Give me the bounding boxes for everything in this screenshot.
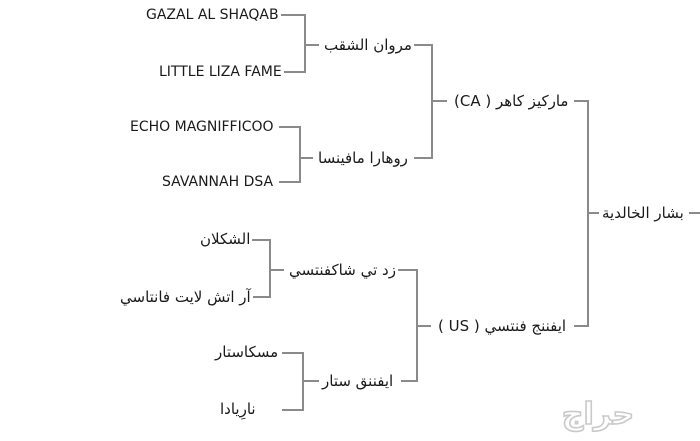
dam-name: ايفننج فنتسي ( US ): [436, 317, 569, 335]
haraj-watermark-logo: حراج: [528, 392, 668, 436]
sire-dam-sire-name: ECHO MAGNIFFICOO: [128, 118, 276, 136]
sire-sire-name: مروان الشقب: [322, 36, 414, 54]
dam-dam-name: ايفننق ستار: [320, 372, 396, 390]
dam-dam-sire-name: مسكاستار: [213, 343, 281, 361]
sire-sire-dam-name: LITTLE LIZA FAME: [157, 63, 284, 81]
sire-dam-name: روهارا مافينسا: [316, 149, 410, 167]
dam-sire-dam-name: آر اتش لايت فانتاسي: [118, 288, 253, 306]
sire-dam-dam-name: SAVANNAH DSA: [160, 173, 276, 191]
sire-name: ماركيز كاهر ( CA): [452, 92, 571, 110]
dam-dam-dam-name: نارِيادا: [218, 400, 258, 418]
svg-text:حراج: حراج: [562, 397, 634, 432]
dam-sire-sire-name: الشكلان: [198, 230, 253, 248]
sire-sire-sire-name: GAZAL AL SHAQAB: [144, 6, 281, 24]
horse-name: بشار الخالدية: [600, 204, 686, 222]
dam-sire-name: زد تي شاكفنتسي: [287, 261, 398, 279]
